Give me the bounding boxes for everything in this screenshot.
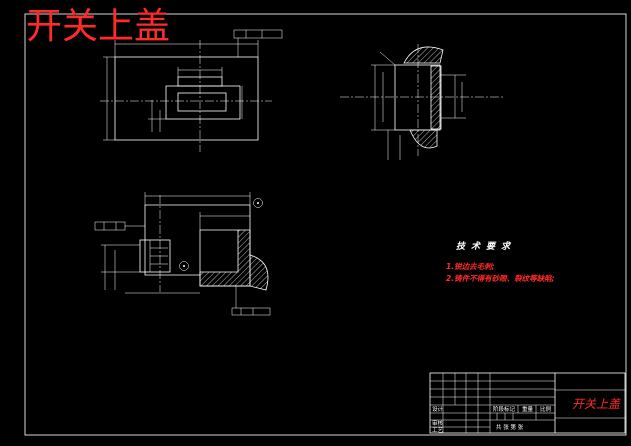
datum-marker [253,198,263,208]
section-top-arc [403,46,444,64]
front-section-view [94,192,271,316]
tech-requirements-heading: 技术要求 [456,241,516,252]
title-block-label-design: 设计 [432,405,444,413]
tech-requirement-item: 1.锐边去毛刺; [446,262,495,271]
title-block-label-sheets: 共 张 第 张 [496,423,524,431]
side-section-view [340,44,505,160]
technical-requirements: 技术要求 1.锐边去毛刺; 2.铸件不得有砂眼、裂纹等缺陷; [446,241,555,283]
overlay-title: 开关上盖 [26,6,170,47]
title-block-label-review: 审核 [432,419,444,427]
title-block-outline [429,372,626,434]
title-block: 设计 审核 工艺 阶段标记 重量 比例 共 张 第 张 开关上盖 [429,372,626,434]
title-block-label-stage: 阶段标记 [493,405,516,413]
datum-marker-dot [183,265,185,267]
dimension-line [379,51,396,66]
title-block-label-process: 工艺 [432,427,444,434]
title-block-label-weight: 重量 [522,405,534,413]
title-block-label-scale: 比例 [540,405,552,413]
top-view [100,29,283,152]
drawing-frame [24,13,627,436]
front-boss-outline [139,239,171,273]
top-view-pocket-outline [177,92,227,112]
tolerance-frame [231,307,271,316]
title-block-part-name: 开关上盖 [572,397,621,411]
datum-marker-dot [257,202,259,204]
section-hatch-wall [430,65,442,130]
tech-requirement-item: 2.铸件不得有砂眼、裂纹等缺陷; [446,274,555,283]
tolerance-frame [233,29,283,39]
datum-marker [179,261,189,271]
front-hatch-arc [249,254,269,291]
section-bottom-arc [409,129,438,149]
top-view-outline [114,56,259,141]
front-hatch-wall [199,229,251,287]
